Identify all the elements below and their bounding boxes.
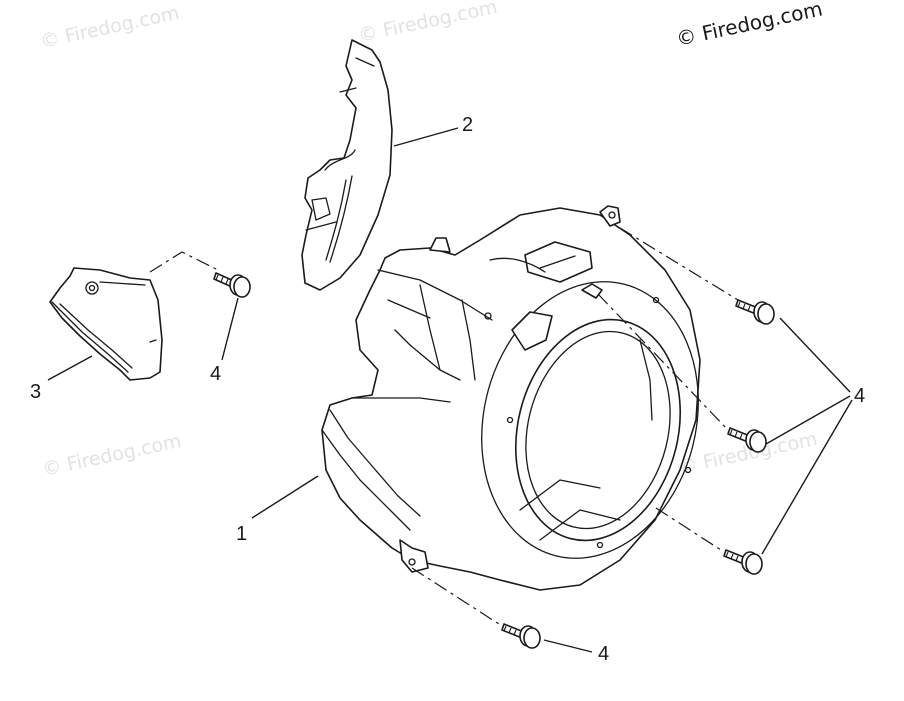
watermark-middle-left: © Firedog.com xyxy=(40,430,183,481)
callout-labels: 2 3 4 1 4 4 xyxy=(30,114,865,665)
dash-housing-to-bolt-right-top xyxy=(619,227,739,301)
leader-bolt-left xyxy=(221,297,239,361)
leader-bolt-bottom xyxy=(543,639,593,653)
dash-cover-to-bolt xyxy=(149,251,219,273)
brand-copyright: © Firedog.com xyxy=(674,0,824,51)
part-cover-plate xyxy=(49,267,163,381)
dash-housing-to-bolt-right-middle xyxy=(597,293,729,431)
leader-bolt-group-middle xyxy=(765,395,851,445)
callout-part-2: 2 xyxy=(462,114,473,136)
bolt-right-middle xyxy=(727,427,767,453)
leader-bolt-group-top xyxy=(779,317,851,393)
callout-bolt-group: 4 xyxy=(854,385,865,407)
part-baffle-plate xyxy=(301,39,393,291)
part-blower-housing xyxy=(321,205,701,591)
watermark-top-center: © Firedog.com xyxy=(356,0,499,47)
callout-bolt-bottom: 4 xyxy=(598,643,609,665)
callout-bolt-left: 4 xyxy=(210,363,221,385)
callout-part-3: 3 xyxy=(30,381,41,403)
callout-part-1: 1 xyxy=(236,523,247,545)
leader-part-1 xyxy=(251,475,319,519)
bolt-left xyxy=(213,272,251,298)
leader-part-2 xyxy=(393,127,459,147)
leader-bolt-group-bottom xyxy=(761,399,853,555)
watermark-top-left: © Firedog.com xyxy=(38,2,181,53)
dash-housing-to-bolt-right-bottom xyxy=(655,507,725,553)
leader-lines xyxy=(47,127,853,653)
bolt-right-top xyxy=(735,299,775,325)
bolt-right-bottom xyxy=(723,549,763,575)
leader-part-3 xyxy=(47,355,93,381)
bolt-bottom xyxy=(501,623,541,649)
dash-housing-to-bolt-bottom xyxy=(411,567,503,627)
assembly-dash-lines xyxy=(149,227,739,627)
